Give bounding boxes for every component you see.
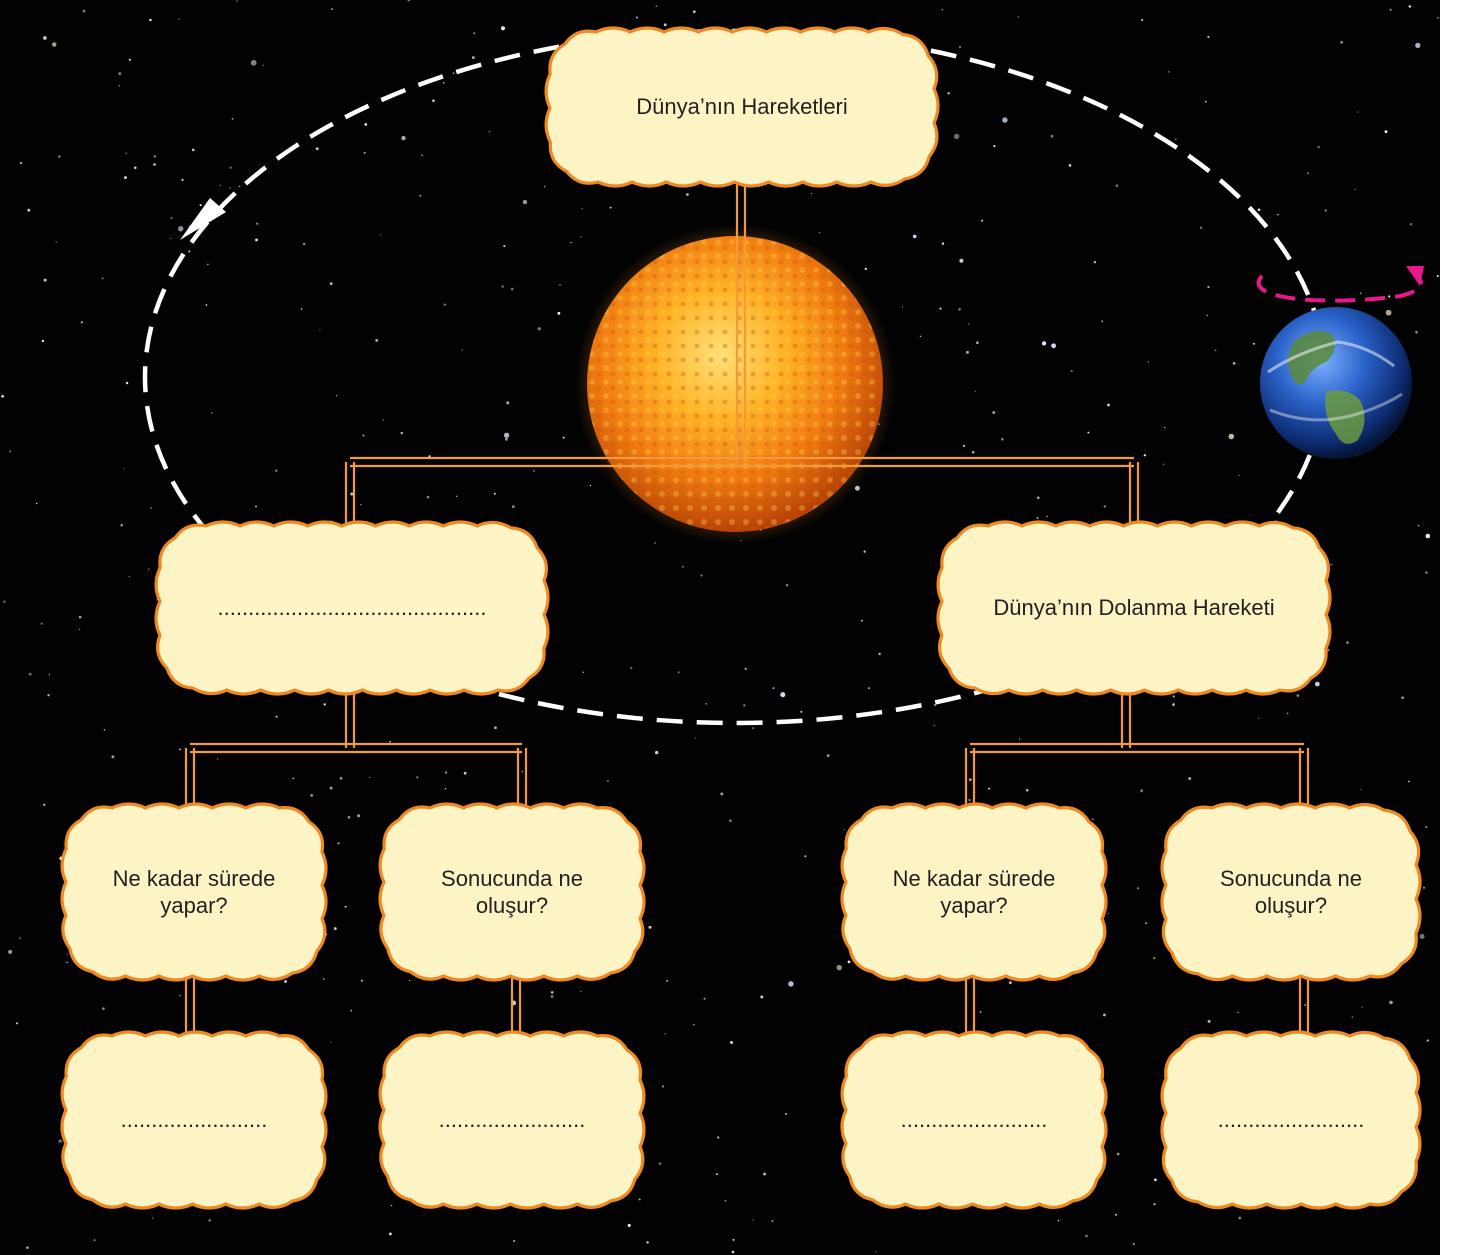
sun [575,224,895,544]
rotation-arrow-icon [1256,266,1424,303]
right-duration-question-label: Ne kadar sürede yapar? [892,865,1056,919]
right-result-question: Sonucunda ne oluşur? [1166,808,1416,976]
box-r1-shape [840,802,1108,982]
root-label: Dünya’nın Hareketleri [636,94,848,120]
box-la1-shape [60,1030,328,1210]
left-result-answer: ........................ [384,1036,640,1204]
left-branch-label: ........................................… [217,595,487,621]
right-duration-answer: ........................ [846,1036,1102,1204]
earth [1260,307,1412,459]
box-ra1-shape [840,1030,1108,1210]
box-left-shape [154,520,550,696]
left-result-answer-label: ........................ [438,1107,586,1133]
left-duration-question: Ne kadar sürede yapar? [66,808,322,976]
right-duration-question: Ne kadar sürede yapar? [846,808,1102,976]
concept-boxes [60,26,1422,1210]
connector-lines [184,182,1310,1036]
root-node: Dünya’nın Hareketleri [550,32,934,182]
box-la2-shape [378,1030,646,1210]
right-branch-node: Dünya’nın Dolanma Hareketi [942,526,1326,690]
left-branch-node: ........................................… [160,526,544,690]
orbit-arrow-icon [180,198,226,240]
right-result-answer-label: ........................ [1217,1107,1365,1133]
right-duration-answer-label: ........................ [900,1107,1048,1133]
box-l2-shape [378,802,646,982]
box-r2-shape [1160,802,1422,982]
right-result-answer: ........................ [1166,1036,1416,1204]
box-root-shape [544,26,940,188]
right-result-question-label: Sonucunda ne oluşur? [1220,865,1362,919]
left-duration-answer-label: ........................ [120,1107,268,1133]
box-l1-shape [60,802,328,982]
left-duration-answer: ........................ [66,1036,322,1204]
left-result-question-label: Sonucunda ne oluşur? [441,865,583,919]
left-result-question: Sonucunda ne oluşur? [384,808,640,976]
box-ra2-shape [1160,1030,1422,1210]
right-branch-label: Dünya’nın Dolanma Hareketi [993,595,1275,621]
box-right-shape [936,520,1332,696]
left-duration-question-label: Ne kadar sürede yapar? [112,865,276,919]
